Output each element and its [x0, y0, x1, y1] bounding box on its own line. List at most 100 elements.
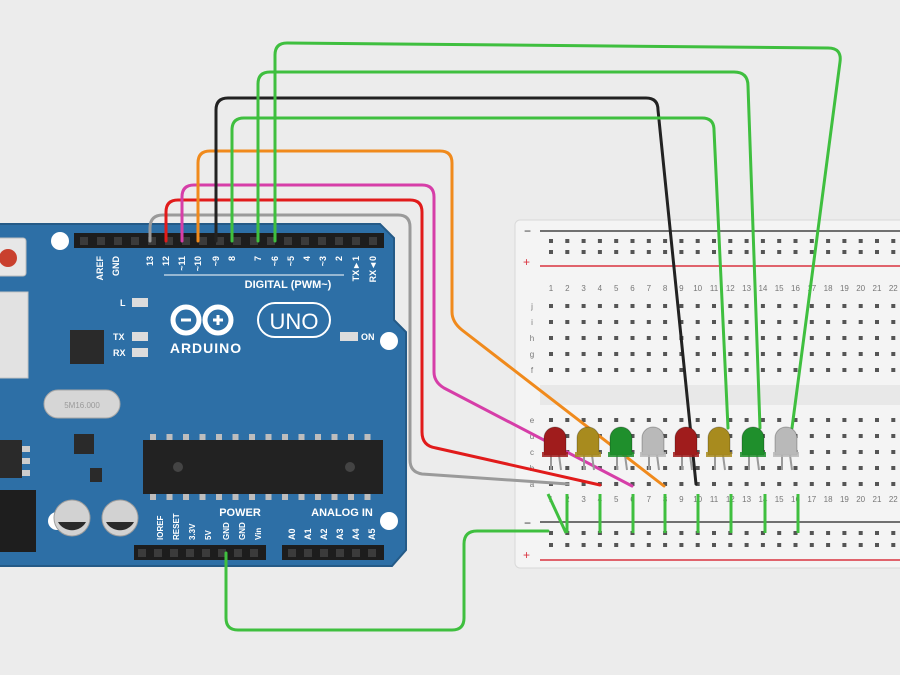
- header-hole[interactable]: [320, 549, 328, 557]
- rail-hole: [549, 531, 553, 535]
- rail-hole: [793, 543, 798, 547]
- header-hole[interactable]: [233, 237, 241, 245]
- header-hole[interactable]: [218, 549, 226, 557]
- header-hole[interactable]: [182, 237, 190, 245]
- terminal-hole: [695, 336, 700, 340]
- led-white[interactable]: [641, 426, 665, 456]
- header-hole[interactable]: [352, 549, 360, 557]
- header-hole[interactable]: [336, 549, 344, 557]
- rail-hole: [744, 239, 749, 243]
- led-base: [575, 452, 601, 457]
- terminal-hole: [842, 336, 847, 340]
- column-number: 19: [840, 284, 849, 293]
- led-red[interactable]: [674, 426, 698, 456]
- analog-pin-label: A0: [287, 528, 297, 540]
- terminal-hole: [744, 466, 749, 470]
- wire-gnd[interactable]: [224, 529, 550, 632]
- header-hole[interactable]: [97, 237, 105, 245]
- led-base: [706, 452, 732, 457]
- capacitor-left: [53, 499, 91, 537]
- reset-button[interactable]: [0, 249, 17, 267]
- wire-pin11[interactable]: [180, 183, 634, 488]
- led-green[interactable]: [609, 426, 633, 456]
- column-number: 22: [889, 495, 898, 504]
- rail-hole: [842, 531, 847, 535]
- header-hole[interactable]: [368, 549, 376, 557]
- wire-pin13[interactable]: [148, 213, 570, 486]
- header-hole[interactable]: [288, 549, 296, 557]
- header-hole[interactable]: [216, 237, 224, 245]
- wire-pin10[interactable]: [196, 149, 666, 488]
- header-hole[interactable]: [165, 237, 173, 245]
- column-number: 12: [726, 284, 735, 293]
- led-red[interactable]: [543, 426, 567, 456]
- header-hole[interactable]: [80, 237, 88, 245]
- header-hole[interactable]: [138, 549, 146, 557]
- rail-hole: [826, 543, 831, 547]
- chip-pin: [315, 434, 321, 440]
- header-hole[interactable]: [154, 549, 162, 557]
- header-hole[interactable]: [304, 549, 312, 557]
- wire-pin8[interactable]: [230, 116, 730, 430]
- led-green[interactable]: [741, 426, 765, 456]
- header-hole[interactable]: [170, 549, 178, 557]
- column-number: 10: [693, 284, 702, 293]
- terminal-hole: [663, 368, 668, 372]
- rail-hole: [858, 239, 863, 243]
- capacitor-left-band: [58, 522, 86, 531]
- rail-hole: [809, 543, 814, 547]
- terminal-hole: [842, 304, 847, 308]
- header-hole[interactable]: [267, 237, 275, 245]
- rail-hole: [630, 543, 635, 547]
- header-hole[interactable]: [318, 237, 326, 245]
- wire-pin7[interactable]: [256, 70, 762, 430]
- terminal-hole: [712, 336, 716, 340]
- voltage-regulator: [0, 440, 22, 478]
- terminal-hole: [809, 466, 814, 470]
- header-hole[interactable]: [250, 549, 258, 557]
- chip-pin: [298, 434, 305, 440]
- column-number: 13: [742, 284, 751, 293]
- header-hole[interactable]: [250, 237, 258, 245]
- terminal-hole: [728, 482, 733, 486]
- header-hole[interactable]: [335, 237, 343, 245]
- led-white[interactable]: [774, 426, 798, 456]
- top-plus-rail-label: +: [523, 255, 530, 269]
- terminal-hole: [809, 368, 814, 372]
- chip-pin: [150, 494, 156, 500]
- header-hole[interactable]: [284, 237, 292, 245]
- terminal-hole: [842, 418, 847, 422]
- terminal-hole: [891, 352, 896, 356]
- rail-hole: [858, 543, 863, 547]
- transistor: [90, 468, 102, 482]
- chip-dot: [345, 462, 355, 472]
- led-base: [608, 452, 634, 457]
- chip-pin: [282, 434, 288, 440]
- header-hole[interactable]: [352, 237, 360, 245]
- usb-interface-chip: [70, 330, 104, 364]
- header-hole[interactable]: [186, 549, 194, 557]
- header-hole[interactable]: [202, 549, 210, 557]
- terminal-hole: [663, 418, 668, 422]
- header-hole[interactable]: [301, 237, 309, 245]
- rail-hole: [597, 543, 602, 547]
- terminal-hole: [842, 450, 847, 454]
- wire-pin6[interactable]: [273, 41, 842, 430]
- header-hole[interactable]: [369, 237, 377, 245]
- terminal-hole: [891, 304, 896, 308]
- header-hole[interactable]: [131, 237, 139, 245]
- led-yellow[interactable]: [576, 426, 600, 456]
- bottom-minus-rail-label: −: [524, 516, 531, 530]
- header-hole[interactable]: [199, 237, 207, 245]
- led-rx-indicator: [132, 348, 148, 357]
- terminal-hole: [630, 418, 635, 422]
- header-hole[interactable]: [148, 237, 156, 245]
- led-yellow[interactable]: [707, 426, 731, 456]
- header-hole[interactable]: [114, 237, 122, 245]
- header-hole[interactable]: [234, 549, 242, 557]
- arduino-uno-board[interactable]: 5M16.000 ARDUINO UNO L: [0, 223, 407, 567]
- wire-pin9[interactable]: [214, 96, 698, 486]
- wire-pin12[interactable]: [164, 198, 602, 487]
